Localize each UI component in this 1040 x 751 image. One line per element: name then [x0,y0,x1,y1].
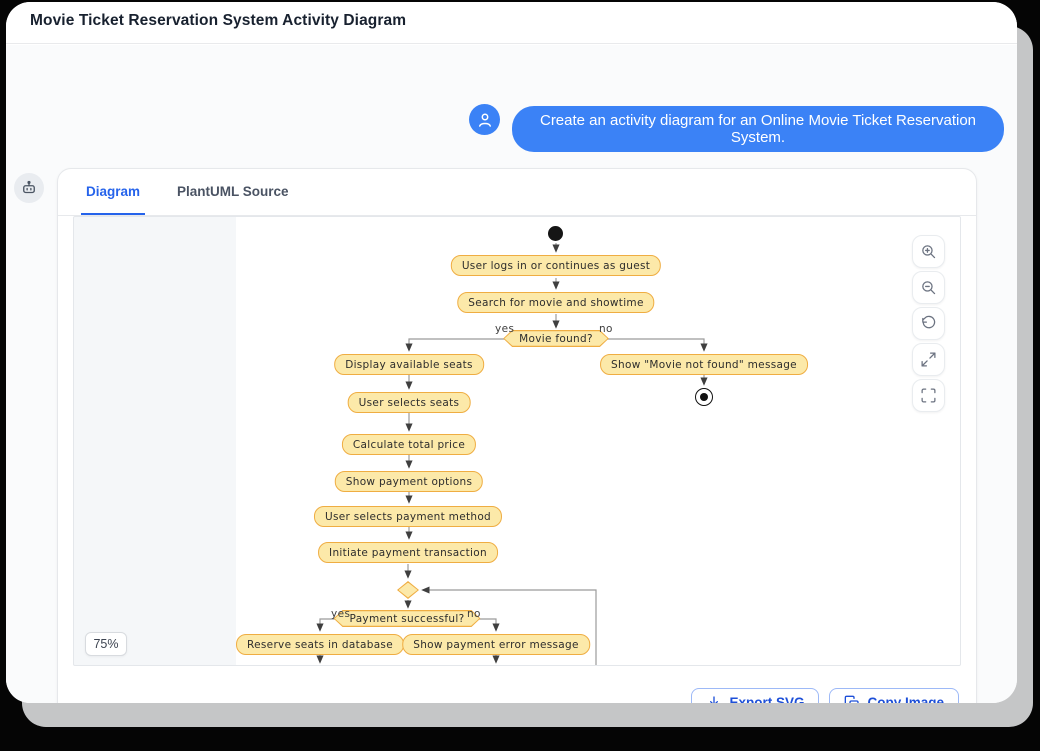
assistant-avatar [14,173,44,203]
download-icon [710,695,719,703]
end-node [695,388,713,406]
export-svg-label: Export SVG [729,695,805,703]
reset-icon [922,315,936,329]
reset-view-button[interactable] [912,307,945,340]
user-avatar [469,104,500,135]
diagram-card: Diagram PlantUML Source [57,168,977,703]
activity-select-seats: User selects seats [347,392,471,413]
branch-label-yes-2: yes [331,608,351,620]
fullscreen-icon [921,388,936,403]
activity-payment-error: Show payment error message [402,634,590,655]
card-actions: Export SVG Copy Image [691,688,959,703]
zoom-in-icon [922,245,936,259]
tab-diagram-label: Diagram [86,183,141,199]
fullscreen-button[interactable] [912,379,945,412]
page-title: Movie Ticket Reservation System Activity… [30,12,407,29]
activity-payment-options: Show payment options [334,471,484,492]
activity-search: Search for movie and showtime [457,292,655,313]
viewer-controls [912,235,945,412]
diagram-canvas[interactable]: User logs in or continues as guest Searc… [73,216,961,666]
branch-label-yes: yes [495,323,515,335]
expand-button[interactable] [912,343,945,376]
copy-icon [845,695,860,703]
export-svg-button[interactable]: Export SVG [691,688,820,703]
activity-select-payment: User selects payment method [313,506,503,527]
zoom-in-button[interactable] [912,235,945,268]
user-message-bubble: Create an activity diagram for an Online… [512,106,1004,152]
activity-movie-not-found: Show "Movie not found" message [600,354,808,375]
start-node [548,226,563,241]
activity-login: User logs in or continues as guest [450,255,662,276]
tab-plantuml-source[interactable]: PlantUML Source [172,169,294,215]
branch-label-no: no [599,323,613,335]
zoom-level-badge: 75% [85,632,127,656]
activity-initiate-payment: Initiate payment transaction [318,542,498,563]
decision-movie-found: Movie found? [503,330,609,347]
tab-plantuml-source-label: PlantUML Source [177,183,289,199]
copy-image-button[interactable]: Copy Image [829,688,959,703]
bot-icon [23,180,35,194]
chat-content-area: Create an activity diagram for an Online… [6,45,1017,703]
activity-calc-price: Calculate total price [341,434,477,455]
window-header: Movie Ticket Reservation System Activity… [6,2,1017,44]
tab-bar: Diagram PlantUML Source [58,169,976,216]
activity-reserve-seats: Reserve seats in database [236,634,404,655]
zoom-out-icon [922,281,936,295]
decision-payment-ok: Payment successful? [334,610,481,627]
diagram-edges [316,243,708,665]
copy-image-label: Copy Image [867,695,944,703]
app-window: Movie Ticket Reservation System Activity… [6,2,1017,703]
user-icon [478,113,491,127]
expand-icon [921,352,936,367]
activity-display-seats: Display available seats [334,354,484,375]
user-message-text: Create an activity diagram for an Online… [539,112,977,146]
branch-label-no-2: no [467,608,481,620]
tab-diagram[interactable]: Diagram [81,169,146,215]
zoom-out-button[interactable] [912,271,945,304]
merge-diamond [397,581,419,599]
activity-diagram: User logs in or continues as guest Searc… [74,217,960,665]
